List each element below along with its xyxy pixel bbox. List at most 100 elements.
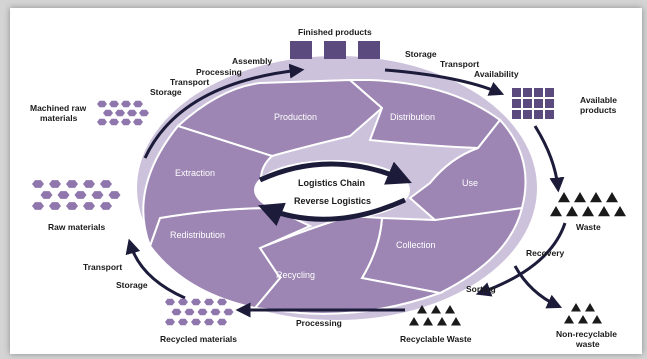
triangle-shape: [585, 303, 595, 312]
triangle-shape: [558, 192, 570, 203]
logistics-chain-label: Logistics Chain: [298, 178, 365, 188]
hexagon-shape: [83, 180, 95, 188]
grid-cell: [534, 110, 543, 119]
hexagon-shape: [121, 118, 131, 126]
hexagon-shape: [184, 308, 195, 316]
hexagon-shape: [204, 298, 214, 306]
hexagon-shape: [165, 298, 175, 306]
logistics-cycle-diagram: Logistics Chain Reverse Logistics Produc…: [30, 27, 626, 349]
grid-cell: [534, 88, 543, 97]
hexagon-shape: [127, 109, 137, 117]
segment-label-distribution: Distribution: [390, 112, 435, 122]
grid-cell: [545, 110, 554, 119]
finished-products-icon: [290, 41, 380, 59]
grid-cell: [523, 88, 532, 97]
hexagon-shape: [66, 180, 78, 188]
flow-label-processing-top: Processing: [196, 67, 242, 77]
segment-collection: [360, 206, 524, 295]
waste-label: Waste: [576, 222, 601, 232]
segment-label-extraction: Extraction: [175, 168, 215, 178]
available-products-label-line2: products: [580, 105, 617, 115]
recycled-materials-label: Recycled materials: [160, 334, 237, 344]
flow-arrow-recovery-split: [475, 222, 567, 297]
triangle-shape: [590, 192, 602, 203]
flow-label-transport-right: Transport: [440, 59, 479, 69]
hexagon-shape: [57, 191, 70, 199]
hexagon-shape: [97, 118, 107, 126]
hexagon-shape: [204, 318, 214, 326]
hexagon-shape: [83, 202, 95, 210]
available-products-label-line1: Available: [580, 95, 617, 105]
flow-label-processing-bottom: Processing: [296, 318, 342, 328]
triangle-shape: [592, 315, 602, 324]
hexagon-shape: [108, 191, 121, 199]
machined-raw-materials-label-line1: Machined raw: [30, 103, 87, 113]
grid-cell: [512, 99, 521, 108]
hexagon-shape: [139, 109, 149, 117]
flow-label-availability: Availability: [474, 69, 519, 79]
flow-label-storage-right: Storage: [405, 49, 437, 59]
hexagon-shape: [171, 308, 182, 316]
flow-label-transport-left: Transport: [83, 262, 122, 272]
hexagon-shape: [40, 191, 53, 199]
segment-label-use: Use: [462, 178, 478, 188]
grid-cell: [545, 99, 554, 108]
non-recyclable-waste-icon: [564, 303, 602, 324]
grid-cell: [512, 88, 521, 97]
available-products-icon: [512, 88, 554, 119]
hexagon-shape: [97, 100, 107, 108]
hexagon-shape: [100, 202, 112, 210]
flow-label-transport-top: Transport: [170, 77, 209, 87]
diagram-canvas: Logistics Chain Reverse Logistics Produc…: [10, 8, 642, 354]
hexagon-shape: [191, 298, 201, 306]
hexagon-shape: [100, 180, 112, 188]
triangle-shape: [606, 192, 618, 203]
flow-label-storage-top: Storage: [150, 87, 182, 97]
reverse-logistics-label: Reverse Logistics: [294, 196, 371, 206]
recyclable-waste-label: Recyclable Waste: [400, 334, 472, 344]
hexagon-shape: [133, 118, 143, 126]
hexagon-shape: [178, 318, 188, 326]
segment-label-recycling: Recycling: [276, 270, 315, 280]
hexagon-shape: [74, 191, 87, 199]
segment-label-production: Production: [274, 112, 317, 122]
hexagon-shape: [91, 191, 104, 199]
flow-arrow-top-left: [143, 63, 305, 159]
hexagon-shape: [133, 100, 143, 108]
hexagon-shape: [49, 202, 61, 210]
hexagon-shape: [32, 202, 44, 210]
raw-materials-icon: [32, 180, 121, 210]
flow-label-sorting: Sorting: [466, 284, 496, 294]
hexagon-shape: [109, 118, 119, 126]
triangle-shape: [423, 317, 433, 326]
hexagon-shape: [217, 318, 227, 326]
hexagon-shape: [210, 308, 221, 316]
triangle-shape: [614, 206, 626, 217]
triangle-shape: [582, 206, 594, 217]
hexagon-shape: [191, 318, 201, 326]
flow-label-storage-left: Storage: [116, 280, 148, 290]
grid-cell: [512, 110, 521, 119]
triangle-shape: [571, 303, 581, 312]
machined-raw-materials-icon: [97, 100, 149, 126]
hexagon-shape: [121, 100, 131, 108]
reverse-logistics-arrow: [258, 197, 407, 227]
non-recyclable-waste-label-line2: waste: [575, 339, 600, 349]
hexagon-shape: [103, 109, 113, 117]
hexagon-shape: [115, 109, 125, 117]
flow-arrow-left: [125, 238, 186, 300]
flow-label-assembly: Assembly: [232, 56, 272, 66]
segment-label-redistribution: Redistribution: [170, 230, 225, 240]
hexagon-shape: [49, 180, 61, 188]
flow-arrow-top-right: [384, 68, 505, 96]
raw-materials-label: Raw materials: [48, 222, 105, 232]
triangle-shape: [445, 305, 455, 314]
hexagon-shape: [178, 298, 188, 306]
logistics-chain-arrow: [258, 161, 412, 185]
hexagon-shape: [197, 308, 208, 316]
flow-arrow-non-recyclable: [513, 265, 563, 309]
non-recyclable-waste-label-line1: Non-recyclable: [556, 329, 617, 339]
grid-cell: [523, 110, 532, 119]
triangle-shape: [566, 206, 578, 217]
